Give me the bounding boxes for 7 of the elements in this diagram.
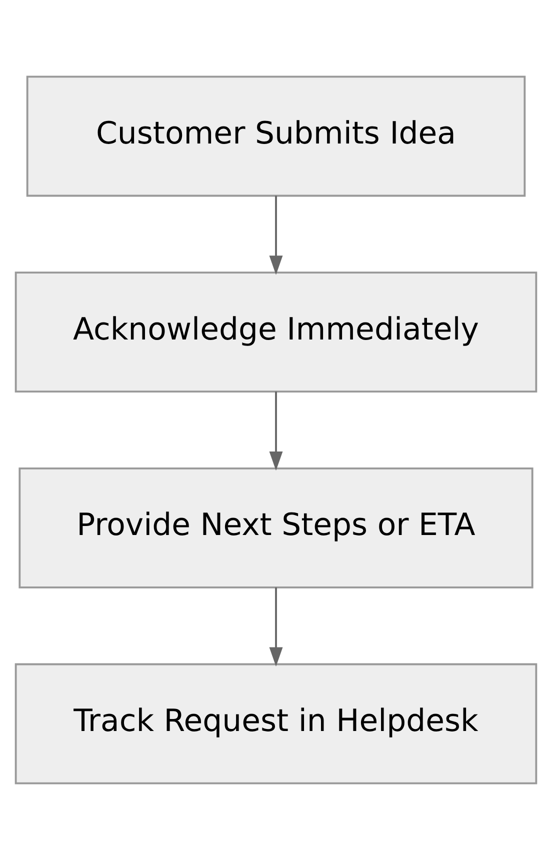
arrow [269,196,283,275]
node-box: Acknowledge Immediately [14,272,538,393]
node-box: Provide Next Steps or ETA [18,467,534,588]
arrow [269,392,283,471]
node-box: Customer Submits Idea [26,76,526,197]
arrow [269,587,283,667]
node-box: Track Request in Helpdesk [14,663,538,784]
